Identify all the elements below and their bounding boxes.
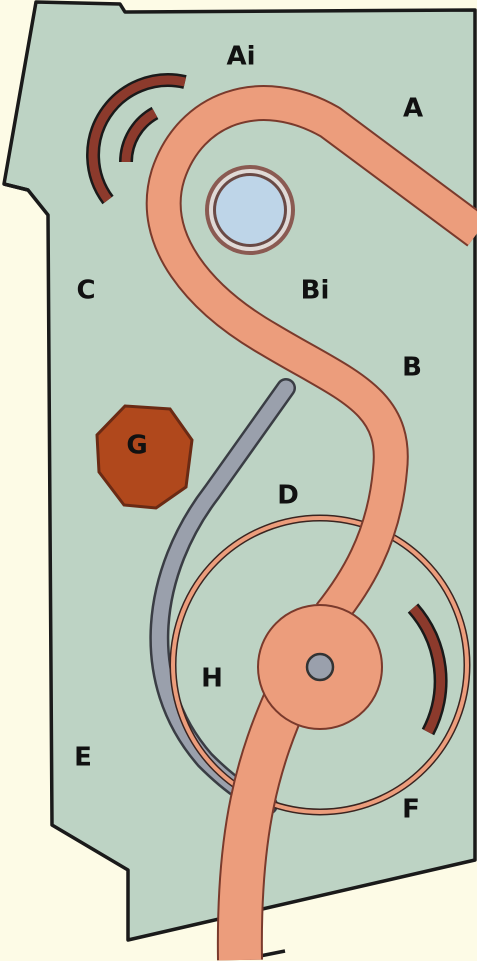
octagon-g: [95, 404, 194, 510]
label-e: E: [74, 743, 92, 773]
thin-ring-f: [169, 514, 471, 816]
label-h: H: [201, 664, 223, 694]
red-arc-group: [86, 73, 187, 205]
label-bi: Bi: [301, 276, 330, 306]
label-a: A: [403, 94, 423, 124]
label-c: C: [76, 276, 95, 306]
label-g: G: [126, 431, 147, 461]
hub-pin: [305, 652, 335, 682]
edge-stub-top: [3, 182, 29, 192]
blue-hole: [205, 165, 295, 255]
label-b: B: [402, 353, 422, 383]
label-f: F: [402, 795, 420, 825]
label-d: D: [277, 481, 299, 511]
label-ai: Ai: [226, 42, 255, 72]
salmon-tube: [145, 85, 477, 961]
